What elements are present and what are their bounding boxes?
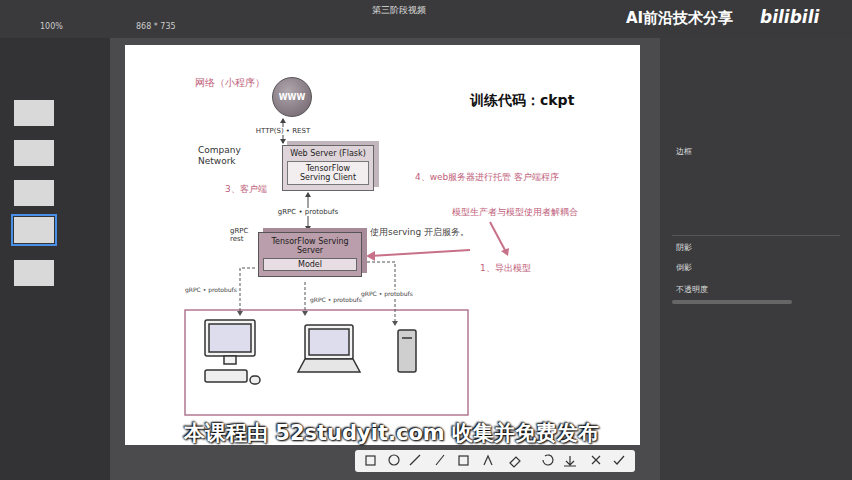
node-text: Web Server (Flask) bbox=[287, 149, 369, 158]
window-title: 第三阶段视频 bbox=[372, 4, 426, 17]
subtitle: 本课程由 52studyit.com 收集并免费发布 bbox=[184, 419, 599, 447]
note-text: 模型生产者与模型使用者解耦合 bbox=[452, 206, 578, 219]
callout-number: 1、导出模型 bbox=[480, 262, 531, 275]
serving-server-box: TensorFlow Serving ServerModel bbox=[258, 232, 362, 277]
watermark: bilibili bbox=[760, 7, 819, 27]
region-label: Company Network bbox=[198, 145, 258, 167]
web-server-box: Web Server (Flask) TensorFlow Serving Cli… bbox=[282, 145, 374, 191]
connector-label: HTTP(S) • REST bbox=[254, 127, 312, 135]
network-label: 网络（小程序） bbox=[195, 76, 265, 90]
protocol-label: gRPC • protobufs bbox=[184, 286, 238, 293]
node-text: WWW bbox=[279, 93, 305, 102]
watermark: AI前沿技术分享 bbox=[626, 9, 733, 28]
panel-label: 倒影 bbox=[676, 262, 692, 273]
node-text: Model bbox=[263, 258, 357, 271]
node-text: TensorFlow Serving Client bbox=[287, 161, 369, 185]
callout-number: 3、客户端 bbox=[225, 183, 267, 196]
canvas-size: 868 * 735 bbox=[136, 22, 176, 31]
panel-label: 阴影 bbox=[676, 242, 692, 253]
zoom-level: 100% bbox=[40, 22, 63, 31]
panel-label: 边框 bbox=[676, 146, 692, 157]
panel-label: 不透明度 bbox=[676, 284, 708, 295]
protocol-label: gRPC • protobufs bbox=[360, 290, 414, 297]
connector-label: gRPC • protobufs bbox=[276, 208, 340, 216]
note-text: 训练代码：ckpt bbox=[470, 92, 574, 110]
globe-icon: WWW bbox=[272, 77, 312, 117]
protocol-label: gRPC • protobufs bbox=[309, 296, 363, 303]
protocol-label: gRPC rest bbox=[230, 227, 252, 244]
note-text: 使用serving 开启服务。 bbox=[370, 226, 469, 239]
node-text: TensorFlow Serving Server bbox=[263, 237, 357, 255]
callout-number: 4、web服务器进行托管 客户端程序 bbox=[415, 171, 559, 184]
